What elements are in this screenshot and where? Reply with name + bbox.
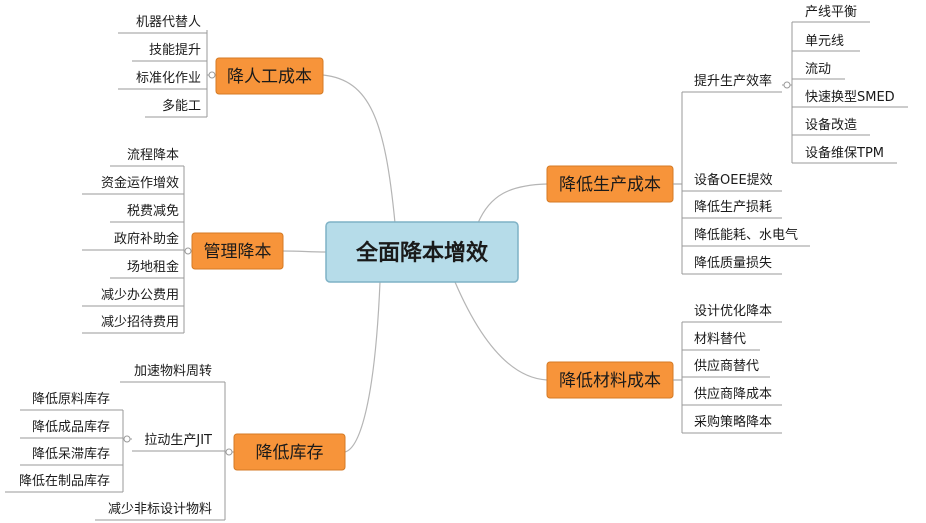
connector-management	[282, 250, 327, 253]
root-topic[interactable]: 全面降本增效	[325, 221, 519, 283]
connector-production	[477, 183, 548, 224]
leaf-multi-skill[interactable]: 多能工	[162, 98, 201, 114]
leaf-smed[interactable]: 快速换型SMED	[805, 90, 895, 105]
branch-labor-box[interactable]	[215, 57, 324, 95]
labor-group: 机器代替人 技能提升 标准化作业 多能工 降人工成本	[118, 15, 324, 118]
efficiency-bracket	[782, 22, 793, 163]
root-label: 全面降本增效	[355, 240, 488, 266]
branch-production-label: 降低生产成本	[559, 175, 661, 195]
leaf-material-substitute[interactable]: 材料替代	[694, 332, 746, 347]
inventory-collapse-toggle[interactable]	[225, 448, 233, 456]
leaf-production-loss[interactable]: 降低生产损耗	[694, 200, 772, 215]
connector-inventory	[344, 281, 381, 453]
leaf-standard-work[interactable]: 标准化作业	[136, 71, 201, 86]
production-bracket	[673, 92, 683, 274]
leaf-production-efficiency[interactable]: 提升生产效率	[694, 73, 772, 89]
leaf-supplier-cost-down[interactable]: 供应商降成本	[694, 386, 772, 402]
leaf-finished-inventory[interactable]: 降低成品库存	[32, 419, 110, 435]
jit-collapse-toggle[interactable]	[123, 435, 131, 443]
leaf-process-cost[interactable]: 流程降本	[127, 148, 179, 163]
root-box[interactable]	[325, 221, 519, 283]
leaf-quality-loss[interactable]: 降低质量损失	[694, 256, 772, 271]
connector-material	[454, 281, 548, 381]
branch-inventory-box[interactable]	[233, 433, 346, 471]
leaf-cell-line[interactable]: 单元线	[805, 34, 844, 49]
labor-collapse-toggle[interactable]	[208, 71, 216, 79]
leaf-raw-inventory[interactable]: 降低原料库存	[32, 391, 110, 407]
efficiency-collapse-toggle[interactable]	[783, 81, 791, 89]
leaf-pull-jit[interactable]: 拉动生产JIT	[144, 433, 212, 448]
root-connectors	[282, 74, 548, 453]
inventory-group: 加速物料周转 拉动生产JIT 减少非标设计物料 降低原料库存 降低成品库存 降低…	[5, 364, 346, 521]
branch-material-label: 降低材料成本	[559, 371, 661, 391]
leaf-supplier-substitute[interactable]: 供应商替代	[694, 358, 759, 374]
leaf-oee[interactable]: 设备OEE提效	[694, 172, 773, 188]
branch-labor-label: 降人工成本	[227, 67, 312, 87]
leaf-robot-replace[interactable]: 机器代替人	[136, 15, 201, 30]
leaf-material-turnover[interactable]: 加速物料周转	[134, 364, 212, 379]
leaf-purchase-strategy[interactable]: 采购策略降本	[694, 414, 772, 430]
leaf-flow[interactable]: 流动	[805, 62, 831, 77]
leaf-tax-relief[interactable]: 税费减免	[127, 204, 179, 219]
material-bracket	[673, 322, 683, 433]
branch-management-box[interactable]	[191, 232, 284, 270]
leaf-skill-improve[interactable]: 技能提升	[149, 42, 201, 58]
leaf-energy[interactable]: 降低能耗、水电气	[694, 227, 798, 243]
leaf-tpm[interactable]: 设备维保TPM	[805, 145, 884, 161]
leaf-reduce-custom-material[interactable]: 减少非标设计物料	[108, 502, 212, 517]
leaf-wip-inventory[interactable]: 降低在制品库存	[19, 473, 110, 489]
leaf-site-rent[interactable]: 场地租金	[127, 259, 179, 275]
leaf-capital-ops[interactable]: 资金运作增效	[101, 175, 179, 191]
leaf-idle-inventory[interactable]: 降低呆滞库存	[32, 446, 110, 462]
leaf-equipment-retrofit[interactable]: 设备改造	[805, 117, 857, 133]
management-collapse-toggle[interactable]	[184, 247, 192, 255]
leaf-hospitality-expense[interactable]: 减少招待费用	[101, 315, 179, 330]
branch-management-label: 管理降本	[204, 242, 272, 262]
leaf-line-balance[interactable]: 产线平衡	[805, 5, 857, 20]
leaf-design-optimize[interactable]: 设计优化降本	[694, 304, 772, 319]
leaf-office-expense[interactable]: 减少办公费用	[101, 288, 179, 303]
branch-inventory-label: 降低库存	[256, 443, 324, 463]
jit-bracket	[122, 410, 132, 492]
leaf-gov-subsidy[interactable]: 政府补助金	[114, 231, 179, 247]
management-group: 流程降本 资金运作增效 税费减免 政府补助金 场地租金 减少办公费用 减少招待费…	[82, 148, 284, 334]
connector-labor	[322, 74, 396, 224]
production-group: 降低生产成本 提升生产效率 设备OEE提效 降低生产损耗 降低能耗、水电气 降低…	[546, 5, 908, 275]
material-group: 降低材料成本 设计优化降本 材料替代 供应商替代 供应商降成本 采购策略降本	[546, 304, 782, 434]
